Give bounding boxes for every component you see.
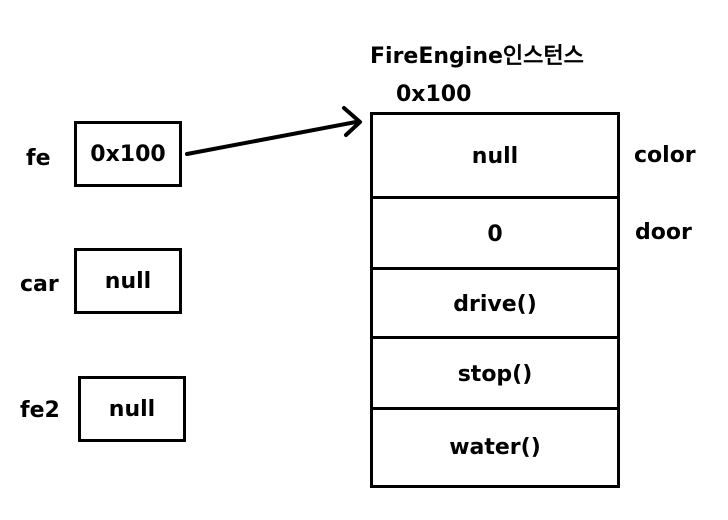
slot-stop: stop()	[373, 339, 617, 409]
slot-divider	[373, 267, 617, 270]
variable-fe-label: fe	[26, 146, 51, 171]
variable-car-label: car	[20, 272, 59, 297]
field-label-color: color	[634, 143, 696, 168]
slot-door-value: 0	[487, 221, 503, 247]
slot-water-value: water()	[449, 435, 541, 460]
instance-title: FireEngine인스턴스	[370, 44, 584, 69]
slot-divider	[373, 407, 617, 410]
slot-door: 0	[373, 199, 617, 269]
instance-address: 0x100	[396, 82, 472, 107]
field-label-door: door	[635, 220, 692, 245]
variable-fe2-label: fe2	[20, 398, 60, 423]
variable-car-value: null	[104, 268, 152, 294]
slot-color-value: null	[471, 144, 519, 169]
slot-drive: drive()	[373, 270, 617, 338]
slot-drive-value: drive()	[453, 291, 537, 317]
variable-car-box: null	[74, 248, 182, 314]
variable-fe2-value: null	[108, 396, 156, 422]
slot-stop-value: stop()	[457, 361, 533, 387]
reference-arrow-line	[185, 120, 358, 156]
slot-divider	[373, 336, 617, 339]
slot-divider	[373, 196, 617, 199]
instance-block: null 0 drive() stop() water()	[370, 112, 620, 488]
variable-fe-value: 0x100	[90, 141, 166, 167]
slot-color: null	[373, 115, 617, 198]
variable-fe-box: 0x100	[74, 121, 182, 187]
variable-fe2-box: null	[78, 376, 186, 442]
reference-arrow-head	[342, 106, 362, 137]
slot-water: water()	[373, 410, 617, 485]
